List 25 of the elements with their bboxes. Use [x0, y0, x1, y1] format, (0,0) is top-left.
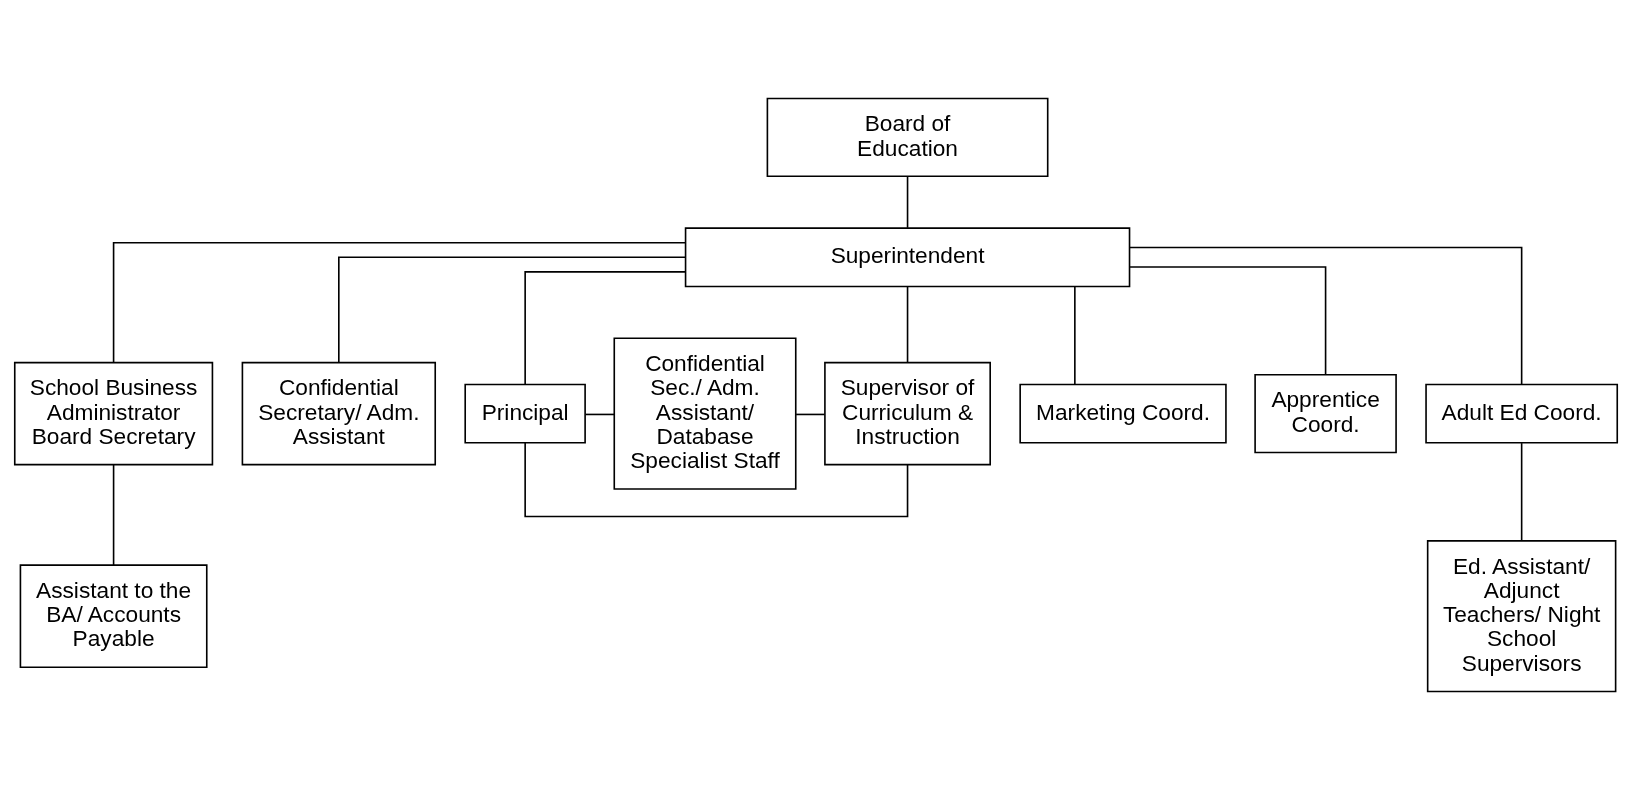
- connector: [112, 241, 687, 364]
- node-box: Assistant to the BA/ Accounts Payable: [19, 564, 208, 668]
- node-box: Superintendent: [684, 227, 1131, 288]
- connector: [906, 285, 909, 363]
- node-box: Marketing Coord.: [1019, 383, 1227, 444]
- connector: [524, 271, 686, 386]
- node-box: School Business Administrator Board Secretary: [13, 361, 214, 466]
- node-box: Supervisor of Curriculum & Instruction: [824, 361, 991, 466]
- connector: [338, 256, 687, 364]
- node-box: Principal: [464, 383, 586, 444]
- connector: [584, 413, 615, 416]
- connector: [1129, 266, 1327, 376]
- node-box: Ed. Assistant/ Adjunct Teachers/ Night School Supervisors: [1426, 540, 1617, 693]
- connector: [1520, 442, 1523, 542]
- connector: [795, 413, 826, 416]
- node-box: Apprentice Coord.: [1254, 373, 1397, 454]
- connector: [524, 442, 909, 518]
- node-box: Adult Ed Coord.: [1425, 383, 1619, 444]
- node-box: Confidential Secretary/ Adm. Assistant: [241, 361, 437, 466]
- connector: [906, 175, 909, 229]
- connector: [1128, 246, 1523, 385]
- connector: [1074, 285, 1076, 386]
- connector: [112, 463, 115, 566]
- node-box: Confidential Sec./ Adm. Assistant/ Database Specialist Staff: [613, 337, 797, 490]
- node-box: Board of Education: [766, 97, 1049, 178]
